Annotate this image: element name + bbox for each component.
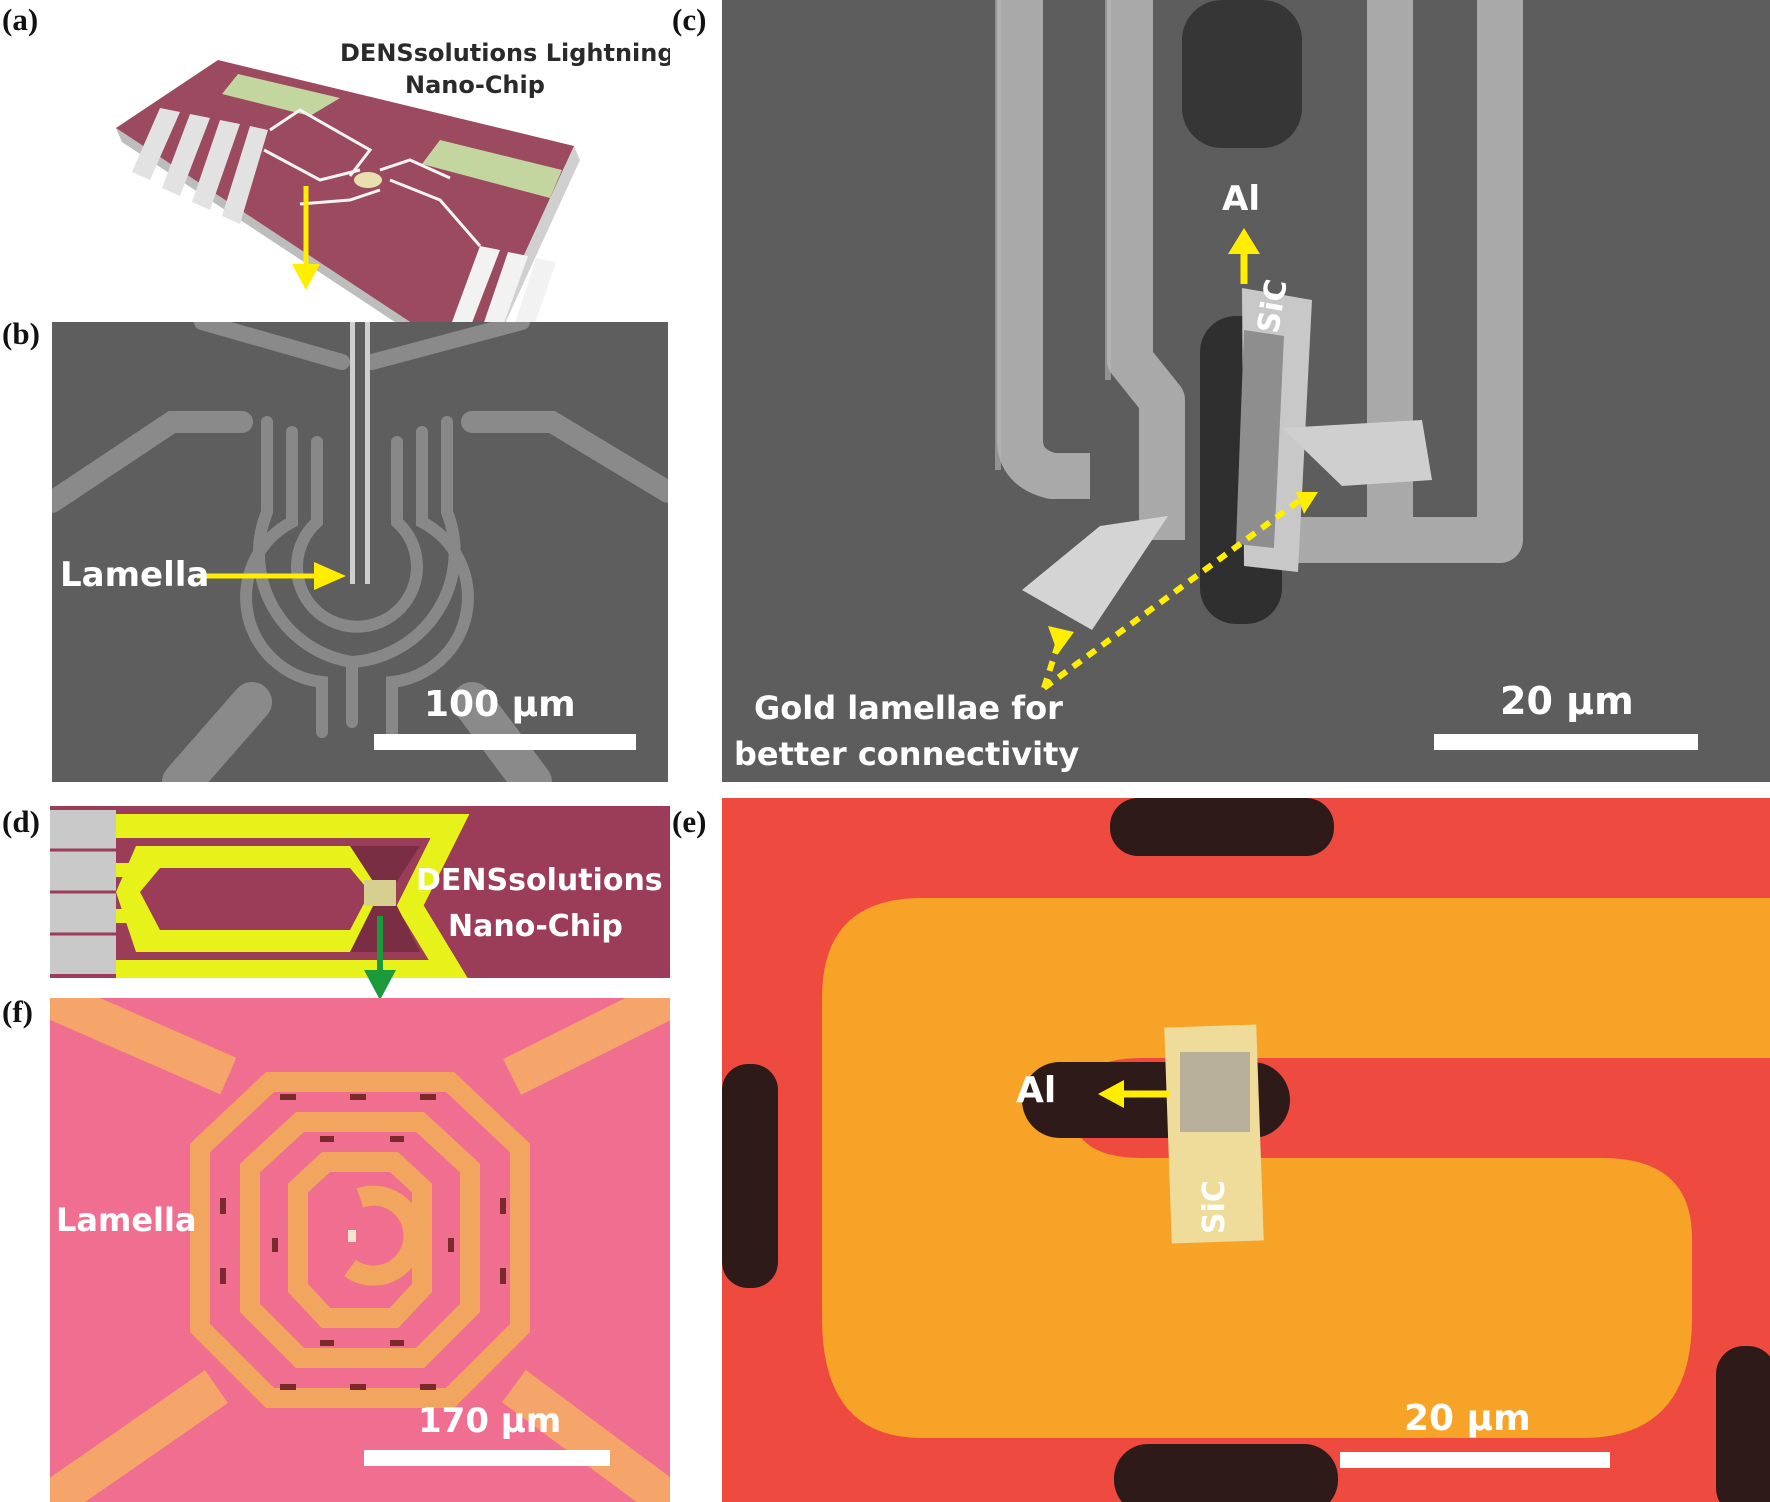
scale-bar-f xyxy=(364,1450,610,1466)
panel-label-d: (d) xyxy=(2,804,40,839)
lamella-label-b: Lamella xyxy=(60,555,210,595)
sem-electrodes-and-lamella xyxy=(995,0,1523,691)
chip-3d-illustration xyxy=(116,60,580,322)
scale-bar-c xyxy=(1434,734,1698,750)
lamella-label-f: Lamella xyxy=(56,1201,197,1239)
chip-2d-schematic xyxy=(50,810,470,978)
panel-a-chip-render: DENSsolutions Lightning Nano-Chip xyxy=(50,0,670,322)
scale-label-c: 20 µm xyxy=(1500,679,1634,723)
scale-label-b: 100 µm xyxy=(424,684,576,725)
scale-label-f: 170 µm xyxy=(418,1401,562,1441)
optical-electrode-and-lamella xyxy=(722,798,1770,1502)
panel-d-chip-schematic: DENSsolutions Nano-Chip xyxy=(50,806,670,978)
panel-label-c: (c) xyxy=(672,2,707,37)
panel-b-sem-image: Lamella 100 µm xyxy=(52,322,668,782)
panel-label-a: (a) xyxy=(2,2,39,37)
optical-spiral-heater xyxy=(50,998,670,1502)
panel-label-b: (b) xyxy=(2,316,40,351)
scale-bar-b xyxy=(374,734,636,750)
scale-label-e: 20 µm xyxy=(1404,1398,1531,1439)
chip-a-title-line2: Nano-Chip xyxy=(405,71,545,99)
gold-lamellae-note-line1: Gold lamellae for xyxy=(754,689,1063,727)
al-label-e: Al xyxy=(1016,1070,1057,1111)
scale-bar-e xyxy=(1340,1452,1610,1468)
panel-c-sem-image: Al SiC Gold lamellae for better connecti… xyxy=(722,0,1770,782)
gold-lamellae-note-line2: better connectivity xyxy=(734,735,1080,773)
chip-a-title-line1: DENSsolutions Lightning xyxy=(340,39,670,67)
panel-label-e: (e) xyxy=(672,804,707,839)
green-arrow-head xyxy=(364,970,396,1000)
panel-e-optical-image: Al SiC 20 µm xyxy=(722,798,1770,1502)
chip-d-title-line1: DENSsolutions xyxy=(416,863,663,898)
panel-label-f: (f) xyxy=(2,994,33,1029)
panel-f-optical-image: Lamella 170 µm xyxy=(50,998,670,1502)
al-label-c: Al xyxy=(1222,179,1260,219)
chip-d-title-line2: Nano-Chip xyxy=(448,909,623,944)
sem-heater-structure xyxy=(52,322,668,782)
sic-label-e: SiC xyxy=(1197,1180,1232,1234)
